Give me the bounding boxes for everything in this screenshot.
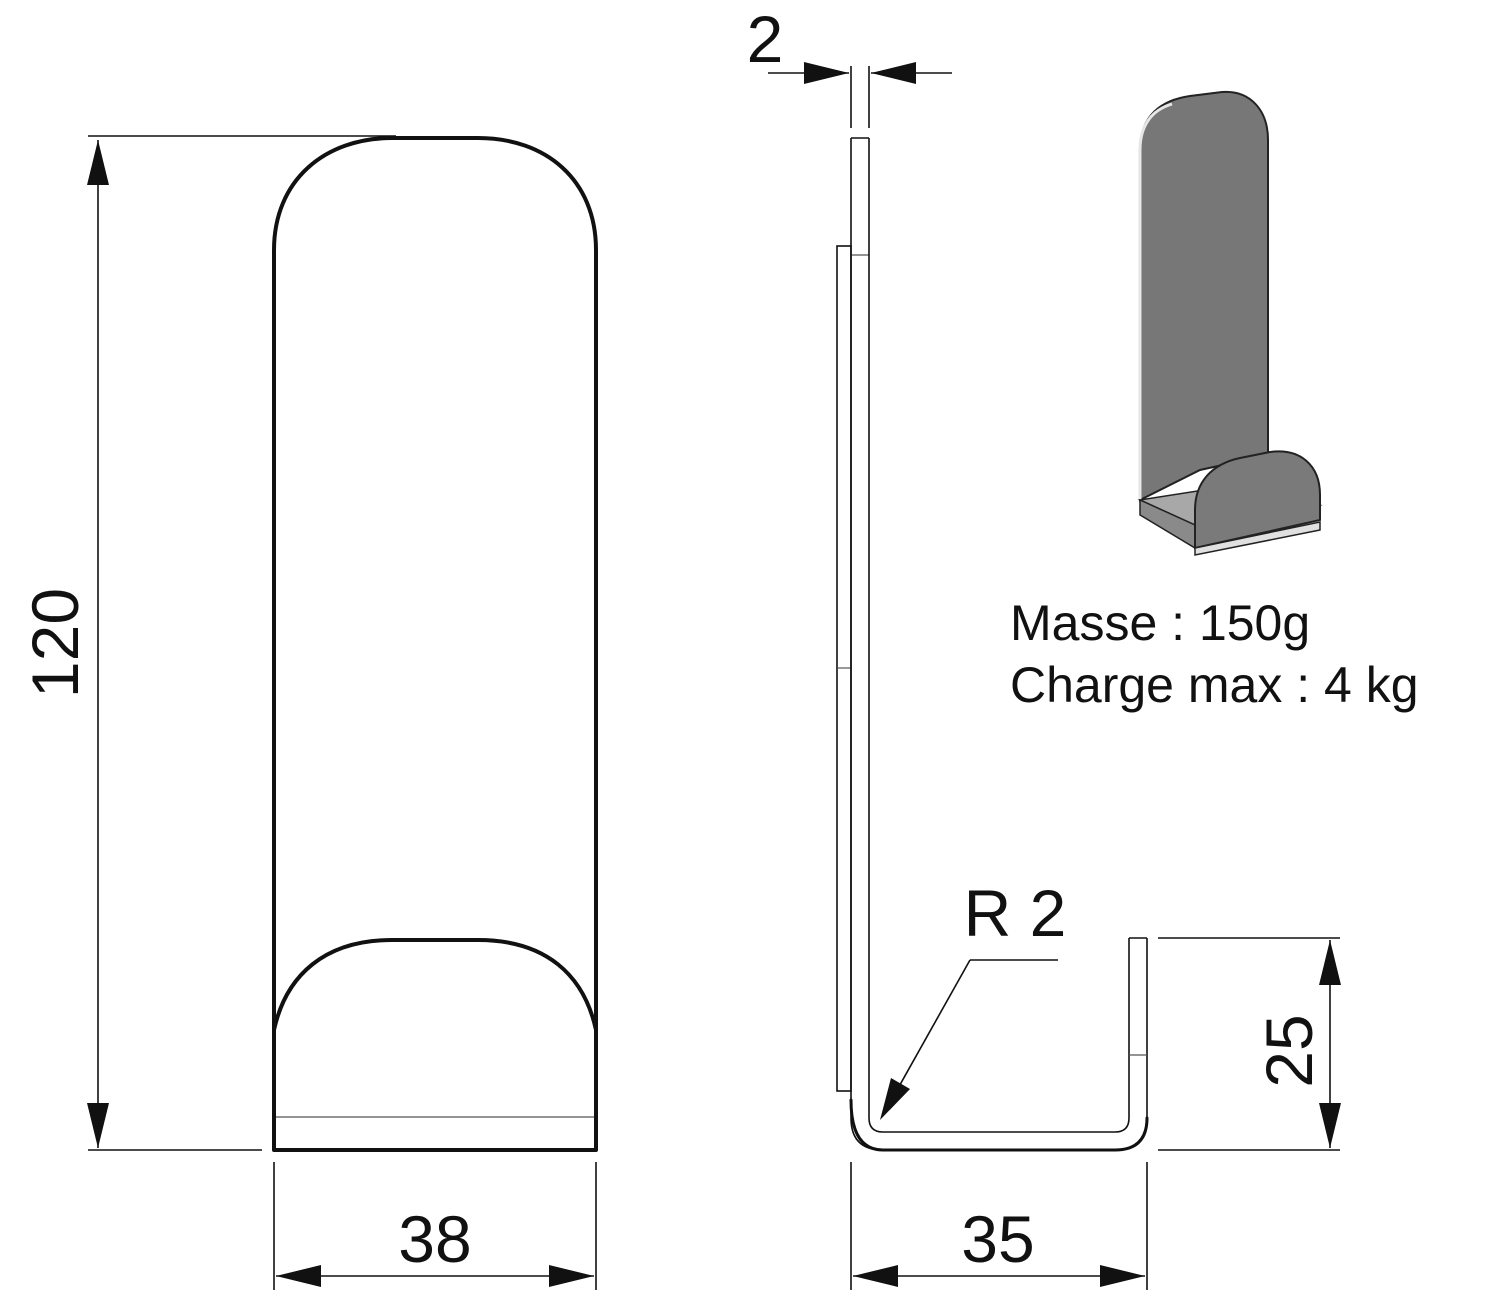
- lip-height-label: 25: [1252, 1014, 1326, 1087]
- arrow-left: [276, 1265, 321, 1287]
- arrow-up: [1319, 940, 1341, 985]
- arrow-left: [871, 62, 916, 84]
- front-view-hook-arch: [272, 938, 598, 1057]
- front-view-outline: [272, 136, 598, 1152]
- height-dimension: 120: [18, 135, 396, 1151]
- specs-block: Masse : 150g Charge max : 4 kg: [1010, 592, 1419, 716]
- render-back-plate-edge: [1138, 102, 1173, 500]
- arrow-up: [87, 140, 109, 185]
- arrow-left: [853, 1265, 898, 1287]
- arrow-down: [87, 1103, 109, 1148]
- lip-height-dimension: 25: [1158, 937, 1341, 1151]
- depth-label: 35: [961, 1202, 1034, 1276]
- depth-dimension: 35: [850, 1162, 1148, 1290]
- side-profile-inner: [868, 138, 1130, 1133]
- radius-callout: R 2: [880, 876, 1066, 1120]
- arrow-right: [804, 62, 849, 84]
- front-view: [272, 136, 598, 1152]
- render-front-lip: [1194, 450, 1321, 550]
- thickness-dimension: 2: [747, 2, 952, 128]
- arrow-down: [1319, 1103, 1341, 1148]
- front-width-label: 38: [398, 1202, 471, 1276]
- mass-text: Masse : 150g: [1010, 595, 1311, 651]
- max-load-text: Charge max : 4 kg: [1010, 657, 1419, 713]
- arrow-right: [1100, 1265, 1145, 1287]
- arrow-down-left: [880, 1078, 910, 1120]
- radius-label: R 2: [964, 876, 1067, 950]
- render-lip-edge: [1194, 521, 1321, 556]
- side-view: [836, 137, 1149, 1152]
- thickness-label: 2: [747, 2, 784, 76]
- render-back-plate: [1139, 90, 1269, 502]
- side-bend-highlight: [849, 1098, 1149, 1152]
- hook-3d-render: [1137, 90, 1323, 556]
- arrow-right: [549, 1265, 594, 1287]
- height-label: 120: [18, 588, 92, 698]
- front-width-dimension: 38: [273, 1162, 597, 1290]
